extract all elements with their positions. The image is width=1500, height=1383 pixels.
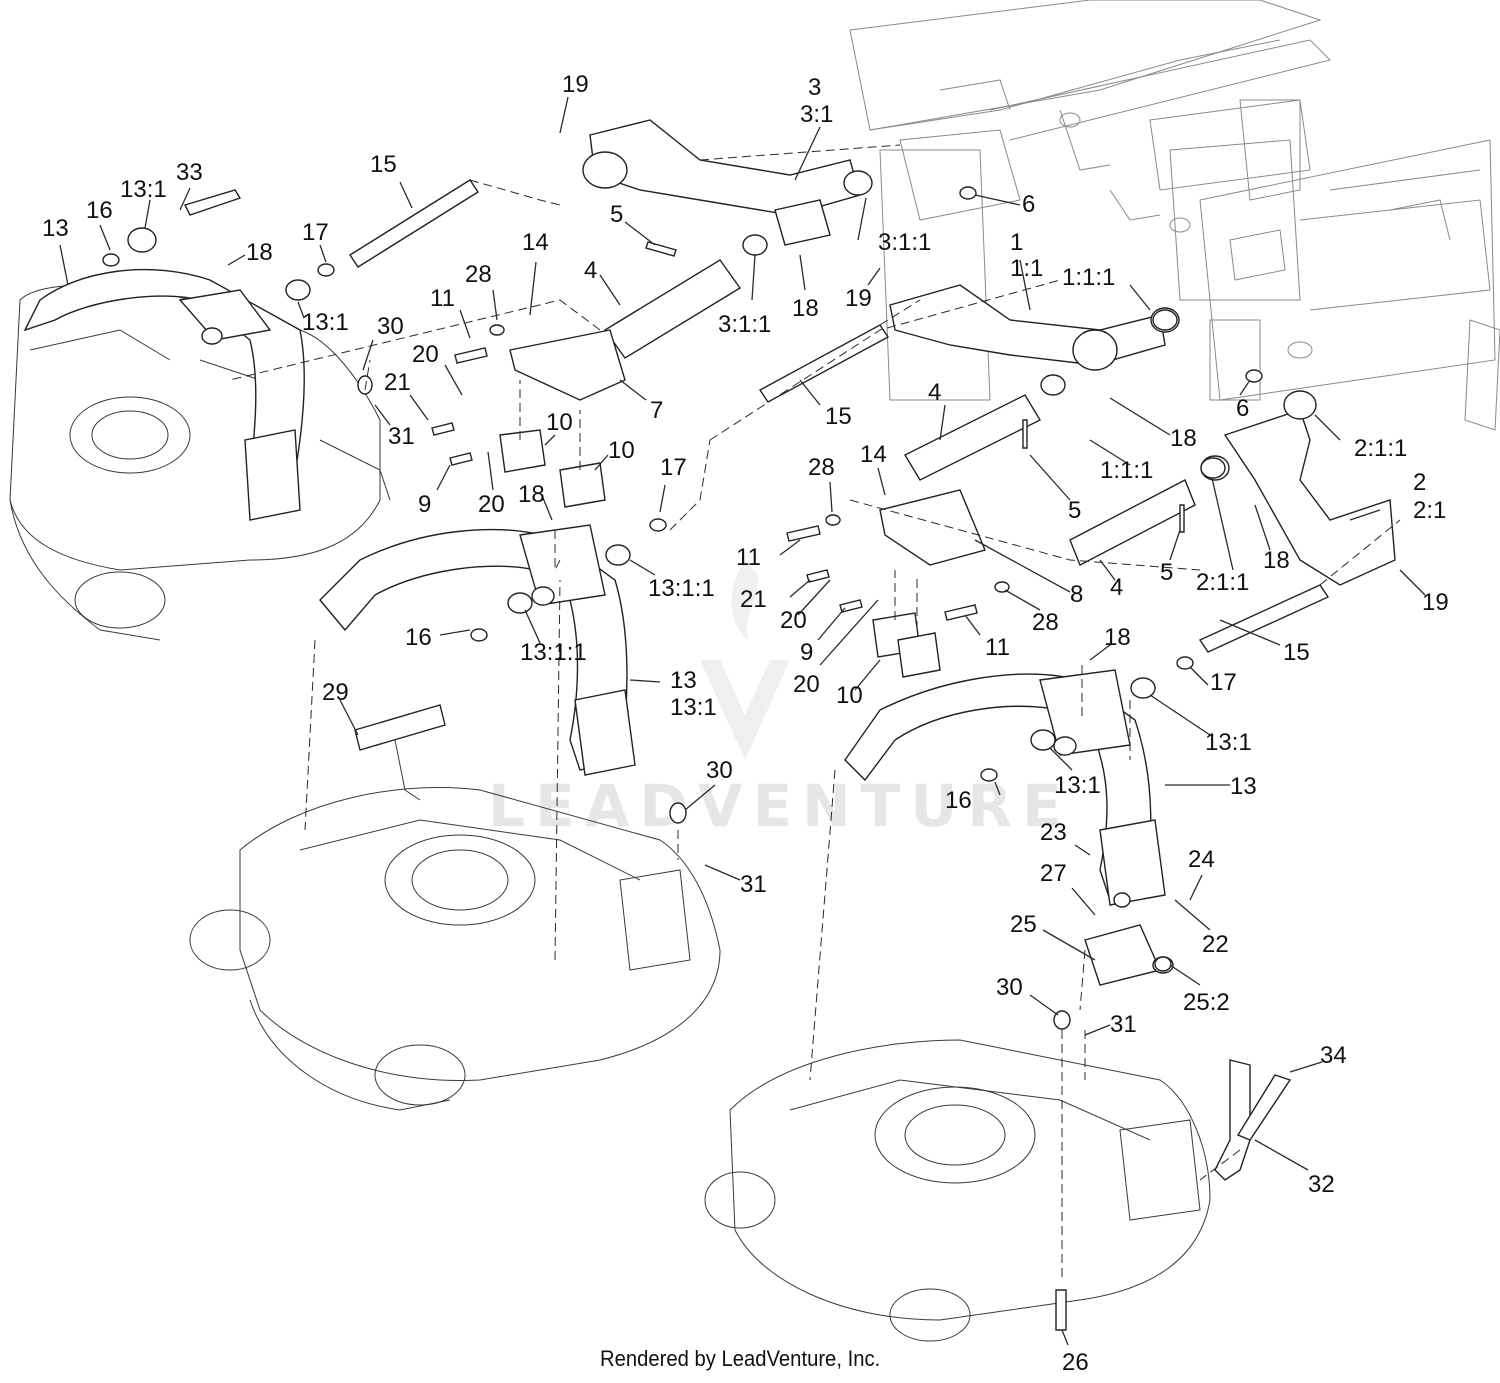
callout-15: 15 — [370, 151, 397, 178]
callout-19-b: 19 — [845, 285, 872, 312]
callout-5-b: 5 — [1068, 497, 1081, 524]
callout-1: 1 — [1010, 229, 1023, 256]
leader-lines — [59, 96, 1426, 1346]
callout-20-c: 20 — [780, 607, 807, 634]
footer-credit: Rendered by LeadVenture, Inc. — [600, 1346, 881, 1371]
callout-28-b: 28 — [808, 454, 835, 481]
callout-5: 5 — [610, 201, 623, 228]
callout-2-1: 2:1 — [1413, 497, 1446, 524]
callout-19-c: 19 — [1422, 589, 1449, 616]
callout-25: 25 — [1010, 911, 1037, 938]
callout-11-b: 11 — [736, 544, 761, 571]
callout-7: 7 — [650, 397, 663, 424]
callout-31-c: 31 — [1110, 1011, 1137, 1038]
watermark-text: LEADVENTURE — [488, 772, 1072, 840]
callout-13-1: 13:1 — [120, 176, 167, 203]
callout-14: 14 — [522, 229, 549, 256]
callout-30-b: 30 — [706, 757, 733, 784]
callout-31: 31 — [388, 423, 415, 450]
callout-29: 29 — [322, 679, 349, 706]
assembly-lines — [229, 144, 1401, 1280]
callout-21: 21 — [384, 369, 411, 396]
callout-19: 19 — [562, 71, 589, 98]
callout-4-b: 4 — [928, 379, 941, 406]
callout-13-1-d: 13:1 — [1205, 729, 1252, 756]
tractor-frame — [849, 0, 1500, 431]
callout-26: 26 — [1062, 1349, 1089, 1376]
callout-2-1-1-b: 2:1:1 — [1196, 569, 1249, 596]
callout-30-c: 30 — [996, 974, 1023, 1001]
callout-16-c: 16 — [945, 787, 972, 814]
callout-13-b: 13 — [670, 667, 697, 694]
callout-4-c: 4 — [1110, 574, 1123, 601]
callout-17-c: 17 — [1210, 669, 1237, 696]
callout-6-b: 6 — [1236, 395, 1249, 422]
callout-27: 27 — [1040, 860, 1067, 887]
callout-3-1-1-b: 3:1:1 — [718, 311, 771, 338]
callout-13-1-1: 13:1:1 — [648, 575, 715, 602]
callout-1-1-1: 1:1:1 — [1062, 264, 1115, 291]
callout-20-b: 20 — [478, 491, 505, 518]
callout-13-c: 13 — [1230, 773, 1257, 800]
callout-18: 18 — [246, 239, 273, 266]
callout-14-b: 14 — [860, 441, 887, 468]
callout-15-c: 15 — [1283, 639, 1310, 666]
callout-1-1-1-b: 1:1:1 — [1100, 457, 1153, 484]
watermark-logo — [700, 560, 790, 760]
callout-11: 11 — [430, 285, 455, 312]
callout-13: 13 — [42, 215, 69, 242]
callout-10-c: 10 — [836, 682, 863, 709]
lift-arms — [102, 119, 1396, 1331]
callout-9: 9 — [418, 491, 431, 518]
callout-10-b: 10 — [608, 437, 635, 464]
callout-18-d: 18 — [1170, 425, 1197, 452]
callout-2-1-1: 2:1:1 — [1354, 435, 1407, 462]
callout-3-1: 3:1 — [800, 101, 833, 128]
callout-13-1-c: 13:1 — [670, 694, 717, 721]
callout-3-1-1: 3:1:1 — [878, 229, 931, 256]
callout-21-b: 21 — [740, 586, 767, 613]
callout-8: 8 — [1070, 581, 1083, 608]
callout-28: 28 — [465, 261, 492, 288]
callout-20-d: 20 — [793, 671, 820, 698]
callout-15-b: 15 — [825, 403, 852, 430]
callout-16: 16 — [86, 197, 113, 224]
callout-10: 10 — [546, 409, 573, 436]
callout-28-c: 28 — [1032, 609, 1059, 636]
callout-9-b: 9 — [800, 639, 813, 666]
callout-31-b: 31 — [740, 871, 767, 898]
callout-6: 6 — [1022, 191, 1035, 218]
callout-17-b: 17 — [660, 454, 687, 481]
callout-11-c: 11 — [985, 634, 1010, 661]
callout-18-c: 18 — [518, 481, 545, 508]
callout-16-b: 16 — [405, 624, 432, 651]
callout-labels: 19 3 3:1 15 13:1 33 13 16 17 18 13:1 5 3… — [42, 71, 1449, 1376]
deck-center — [189, 524, 721, 1111]
callout-33: 33 — [176, 159, 203, 186]
callout-2: 2 — [1413, 469, 1426, 496]
callout-5-c: 5 — [1160, 559, 1173, 586]
callout-18-b: 18 — [792, 295, 819, 322]
callout-13-1-1-b: 13:1:1 — [520, 639, 587, 666]
callout-24: 24 — [1188, 846, 1215, 873]
callout-18-e: 18 — [1263, 547, 1290, 574]
callout-13-1-b: 13:1 — [302, 309, 349, 336]
callout-32: 32 — [1308, 1171, 1335, 1198]
callout-17: 17 — [302, 219, 329, 246]
deck-left — [9, 268, 391, 641]
callout-22: 22 — [1202, 931, 1229, 958]
callout-1-1: 1:1 — [1010, 255, 1043, 282]
callout-25-2: 25:2 — [1183, 989, 1230, 1016]
callout-18-f: 18 — [1104, 624, 1131, 651]
callout-30: 30 — [377, 313, 404, 340]
deck-right — [704, 669, 1292, 1342]
callout-13-1-e: 13:1 — [1054, 772, 1101, 799]
callout-4: 4 — [584, 257, 597, 284]
callout-34: 34 — [1320, 1042, 1347, 1069]
callout-20: 20 — [412, 341, 439, 368]
callout-23: 23 — [1040, 819, 1067, 846]
callout-3: 3 — [808, 74, 821, 101]
